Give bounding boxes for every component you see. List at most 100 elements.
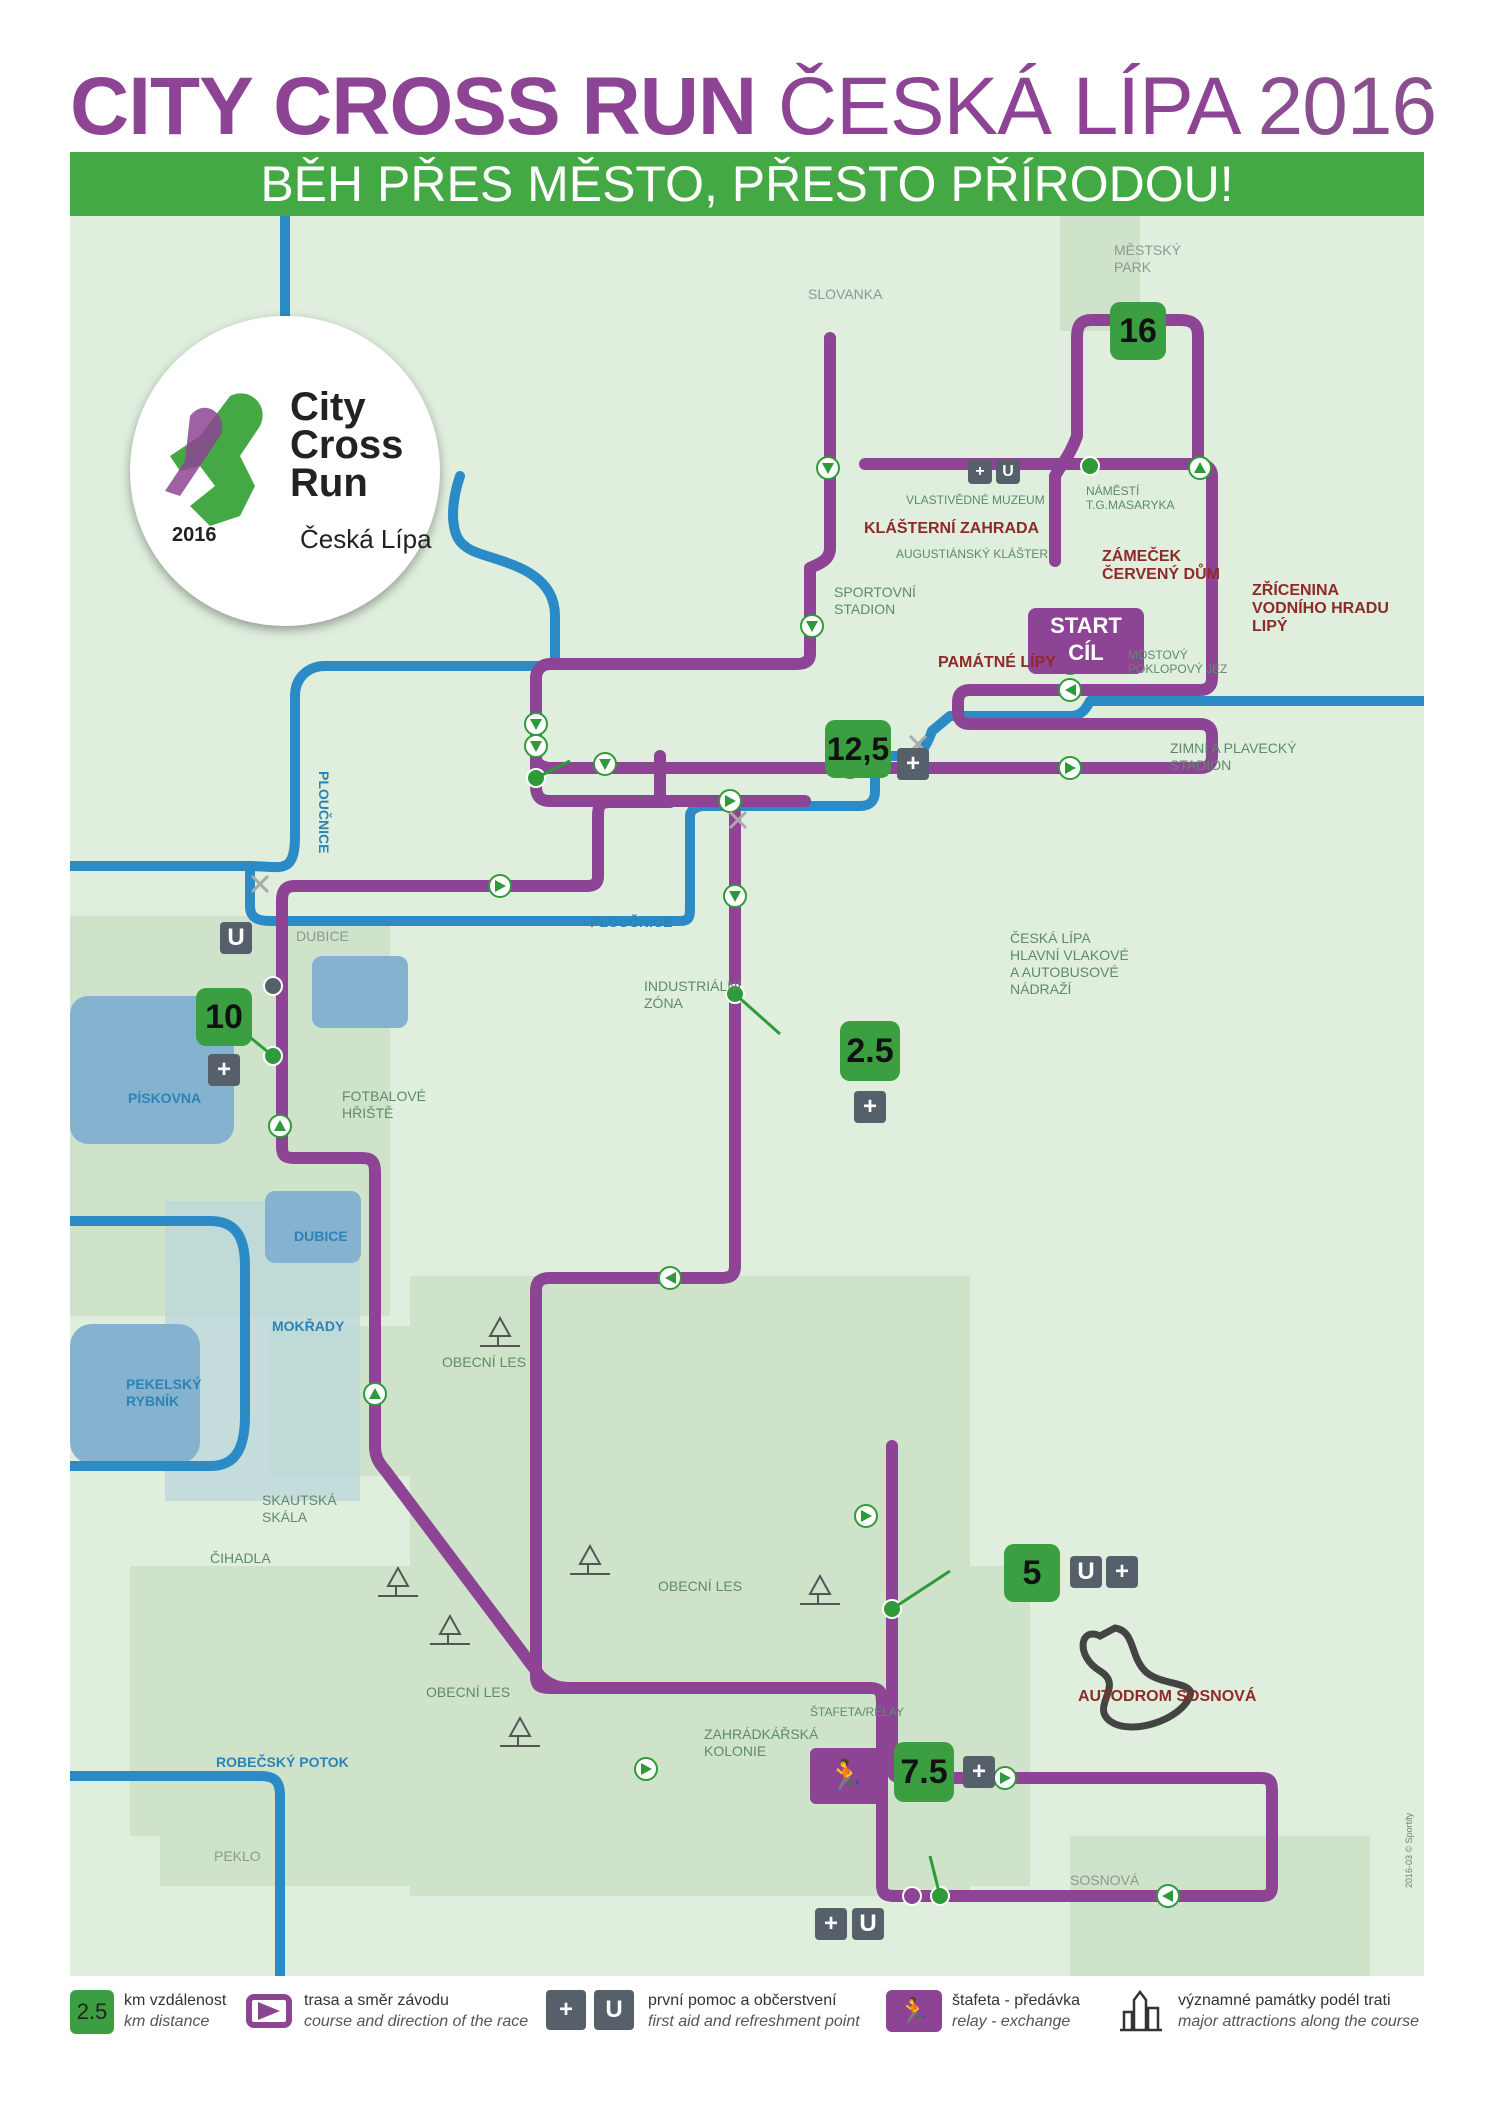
legend-aid-cz: první pomoc a občerstvení [648, 1992, 837, 2009]
start-label: START [1050, 613, 1122, 638]
aid-dot-10 [263, 976, 283, 996]
legend-aid-en: first aid and refreshment point [648, 2013, 860, 2030]
label-zamecek: ZÁMEČEK ČERVENÝ DŮM [1102, 548, 1220, 583]
label-dubice: DUBICE [296, 928, 349, 944]
label-muzeum: VLASTIVĚDNÉ MUZEUM [906, 493, 1045, 507]
cup-icon: U [852, 1908, 884, 1940]
label-namesti: NÁMĚSTÍ T.G.MASARYKA [1086, 484, 1175, 512]
label-sosnova: SOSNOVÁ [1070, 1872, 1140, 1888]
legend-km-text: km vzdálenost km distance [124, 1990, 226, 2032]
km-marker-16[interactable]: 16 [1110, 302, 1166, 360]
map-canvas [70, 216, 1424, 1976]
river-robecsky [70, 1771, 285, 1976]
km-marker-7-5[interactable]: 7.5 [894, 1742, 954, 1802]
copyright-credit: 2016-03 © Sportify [1404, 1812, 1414, 1888]
label-mostovy-jez: MOSTOVÝ POKLOPOVÝ JEZ [1128, 648, 1228, 676]
relay-dot [902, 1886, 922, 1906]
label-nadrazi: ČESKÁ LÍPA HLAVNÍ VLAKOVÉ A AUTOBUSOVÉ N… [1010, 930, 1129, 997]
cup-icon: U [996, 460, 1020, 484]
runner-logo-icon [165, 393, 263, 526]
firstaid-icon: + [208, 1054, 240, 1086]
firstaid-icon: + [1106, 1556, 1138, 1588]
legend-course-en: course and direction of the race [304, 2013, 529, 2030]
label-obecni-les-1: OBECNÍ LES [442, 1354, 527, 1370]
label-pekelsky-rybnik: PEKELSKÝ RYBNÍK [126, 1376, 202, 1409]
label-autodrom: AUTODROM SOSNOVÁ [1078, 1688, 1257, 1705]
label-sportovni-stadion: SPORTOVNÍ STADION [834, 584, 916, 617]
label-robecsky-potok: ROBEČSKÝ POTOK [216, 1754, 349, 1770]
firstaid-icon: + [963, 1756, 995, 1788]
label-klasterni-zahrada: KLÁŠTERNÍ ZAHRADA [864, 520, 1040, 537]
km-marker-2-5[interactable]: 2.5 [840, 1021, 900, 1081]
label-mokrady: MOKŘADY [272, 1318, 345, 1334]
logo-city: City [290, 385, 366, 429]
firstaid-icon: + [815, 1908, 847, 1940]
firstaid-icon: + [854, 1091, 886, 1123]
title-city: ČESKÁ LÍPA [777, 61, 1237, 152]
legend-km-cz: km vzdálenost [124, 1992, 227, 2009]
cup-icon: U [594, 1990, 634, 2030]
peklo-area [70, 1836, 160, 1976]
tree-icons [378, 1315, 840, 1747]
logo-year: 2016 [172, 524, 217, 546]
legend-aid-text: první pomoc a občerstvení first aid and r… [648, 1990, 860, 2032]
firstaid-icon: + [968, 460, 992, 484]
label-industrialni-zona: INDUSTRIÁLNÍ ZÓNA [644, 978, 742, 1011]
km-marker-10[interactable]: 10 [196, 988, 252, 1046]
river-mokrady [70, 1216, 250, 1471]
logo-run: Run [290, 461, 368, 505]
label-skautska-skala: SKAUTSKÁ SKÁLA [262, 1492, 337, 1525]
legend-km-en: km distance [124, 2013, 210, 2030]
course-upper-loop [530, 332, 1218, 774]
direction-arrows [268, 456, 1212, 1908]
cup-icon: U [1070, 1556, 1102, 1588]
label-obecni-les-3: OBECNÍ LES [426, 1684, 511, 1700]
page-title: CITY CROSS RUN ČESKÁ LÍPA 2016 [70, 52, 1437, 162]
race-course-west [276, 796, 876, 1694]
label-zricenina: ZŘÍCENINA VODNÍHO HRADU LIPÝ [1252, 582, 1389, 635]
title-year: 2016 [1257, 61, 1437, 152]
label-cihadla: ČIHADLA [210, 1550, 271, 1566]
legend-attractions-en: major attractions along the course [1178, 2013, 1420, 2030]
label-zahradkarska-kolonie: ZAHRÁDKÁŘSKÁ KOLONIE [704, 1726, 819, 1759]
legend-attractions-cz: významné památky podél trati [1178, 1992, 1391, 2009]
label-pamatne-lipy: PAMÁTNÉ LÍPY [938, 654, 1056, 671]
label-augustinsky: AUGUSTIÁNSKÝ KLÁŠTER [896, 547, 1049, 561]
firstaid-icon: + [897, 748, 929, 780]
relay-icon: 🏃 [886, 1990, 942, 2032]
km-marker-5[interactable]: 5 [1004, 1544, 1060, 1602]
river-ploucnice-east [245, 696, 1424, 926]
firstaid-icon: + [546, 1990, 586, 2030]
label-slovanka: SLOVANKA [808, 286, 883, 302]
dubice-lake [265, 1191, 361, 1263]
label-fotbalove-hriste: FOTBALOVÉ HŘIŠTĚ [342, 1088, 427, 1121]
label-stafeta: ŠTAFETA/RELAY [810, 1705, 905, 1719]
finish-label: CÍL [1068, 640, 1104, 665]
legend-relay-en: relay - exchange [952, 2013, 1071, 2030]
pond-dubice [312, 956, 408, 1028]
cup-icon: U [220, 922, 252, 954]
legend-course-cz: trasa a směr závodu [304, 1992, 449, 2009]
label-mestsky-park: MĚSTSKÝ PARK [1114, 242, 1181, 275]
label-peklo: PEKLO [214, 1848, 261, 1864]
km-marker-12-5[interactable]: 12,5 [825, 720, 891, 778]
autodrom-track-icon [1079, 1624, 1194, 1731]
legend-course-text: trasa a směr závodu course and direction … [304, 1990, 528, 2032]
legend-attractions-text: významné památky podél trati major attrac… [1178, 1990, 1419, 2032]
piskovna-lake [70, 996, 234, 1144]
label-zimni-stadion: ZIMNÍ A PLAVECKÝ STADION [1170, 740, 1297, 773]
logo-city-name: Česká Lípa [300, 524, 432, 554]
label-dubice-lake: DUBICE [294, 1228, 348, 1244]
legend-relay-cz: štafeta - předávka [952, 1992, 1081, 2009]
subtitle-banner: BĚH PŘES MĚSTO, PŘESTO PŘÍRODOU! [70, 152, 1424, 216]
attractions-icon [1120, 1990, 1162, 2032]
label-obecni-les-2: OBECNÍ LES [658, 1578, 743, 1594]
title-event: CITY CROSS RUN [70, 61, 757, 152]
relay-icon: 🏃 [810, 1748, 882, 1804]
label-piskovna: PÍSKOVNA [128, 1090, 202, 1106]
course-arrow-icon [246, 1994, 292, 2028]
label-ploucnice: PLOUČNICE [590, 914, 673, 930]
